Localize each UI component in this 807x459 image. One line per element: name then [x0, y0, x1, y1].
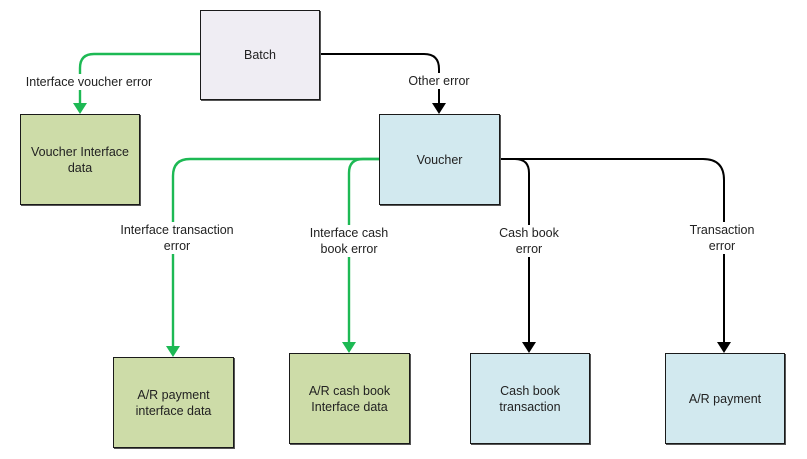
- edge-other-error: [319, 53, 440, 104]
- node-batch[interactable]: Batch: [200, 10, 320, 100]
- node-voucher-label: Voucher: [416, 152, 463, 167]
- edge-interface-voucher-error: [78, 52, 200, 104]
- node-cash-book-transaction-label: Cash book transaction: [499, 383, 561, 414]
- edge-interface-cash-book-error: [347, 157, 379, 342]
- edge-label-transaction-error: Transaction error: [687, 222, 757, 254]
- node-ar-cash-book-interface-data-label: A/R cash book Interface data: [308, 383, 391, 414]
- edge-transaction-error: [499, 158, 725, 342]
- node-voucher[interactable]: Voucher: [379, 114, 500, 205]
- node-ar-payment[interactable]: A/R payment: [665, 353, 785, 444]
- edge-label-interface-transaction-error: Interface transaction error: [118, 222, 236, 254]
- arrowhead-interface-cash-book: [342, 342, 356, 353]
- node-voucher-interface-data-label: Voucher Interface data: [31, 144, 129, 175]
- edge-label-interface-cash-book-error: Interface cash book error: [307, 225, 391, 257]
- arrowhead-transaction: [717, 342, 731, 353]
- arrowhead-interface-voucher: [73, 103, 87, 114]
- node-voucher-interface-data[interactable]: Voucher Interface data: [20, 114, 140, 205]
- arrowhead-cash-book: [522, 342, 536, 353]
- node-cash-book-transaction[interactable]: Cash book transaction: [470, 353, 590, 444]
- edge-label-cash-book-error: Cash book error: [497, 225, 561, 257]
- node-ar-payment-interface-data-label: A/R payment interface data: [135, 387, 212, 418]
- edge-interface-transaction-error: [171, 157, 379, 346]
- arrowhead-other-error: [432, 103, 446, 114]
- edge-label-interface-voucher-error: Interface voucher error: [23, 74, 155, 90]
- node-ar-payment-interface-data[interactable]: A/R payment interface data: [113, 357, 234, 448]
- node-ar-payment-label: A/R payment: [688, 391, 762, 406]
- arrowhead-interface-transaction: [166, 346, 180, 357]
- node-ar-cash-book-interface-data[interactable]: A/R cash book Interface data: [289, 353, 410, 444]
- edge-label-other-error: Other error: [406, 73, 472, 89]
- node-batch-label: Batch: [244, 48, 276, 62]
